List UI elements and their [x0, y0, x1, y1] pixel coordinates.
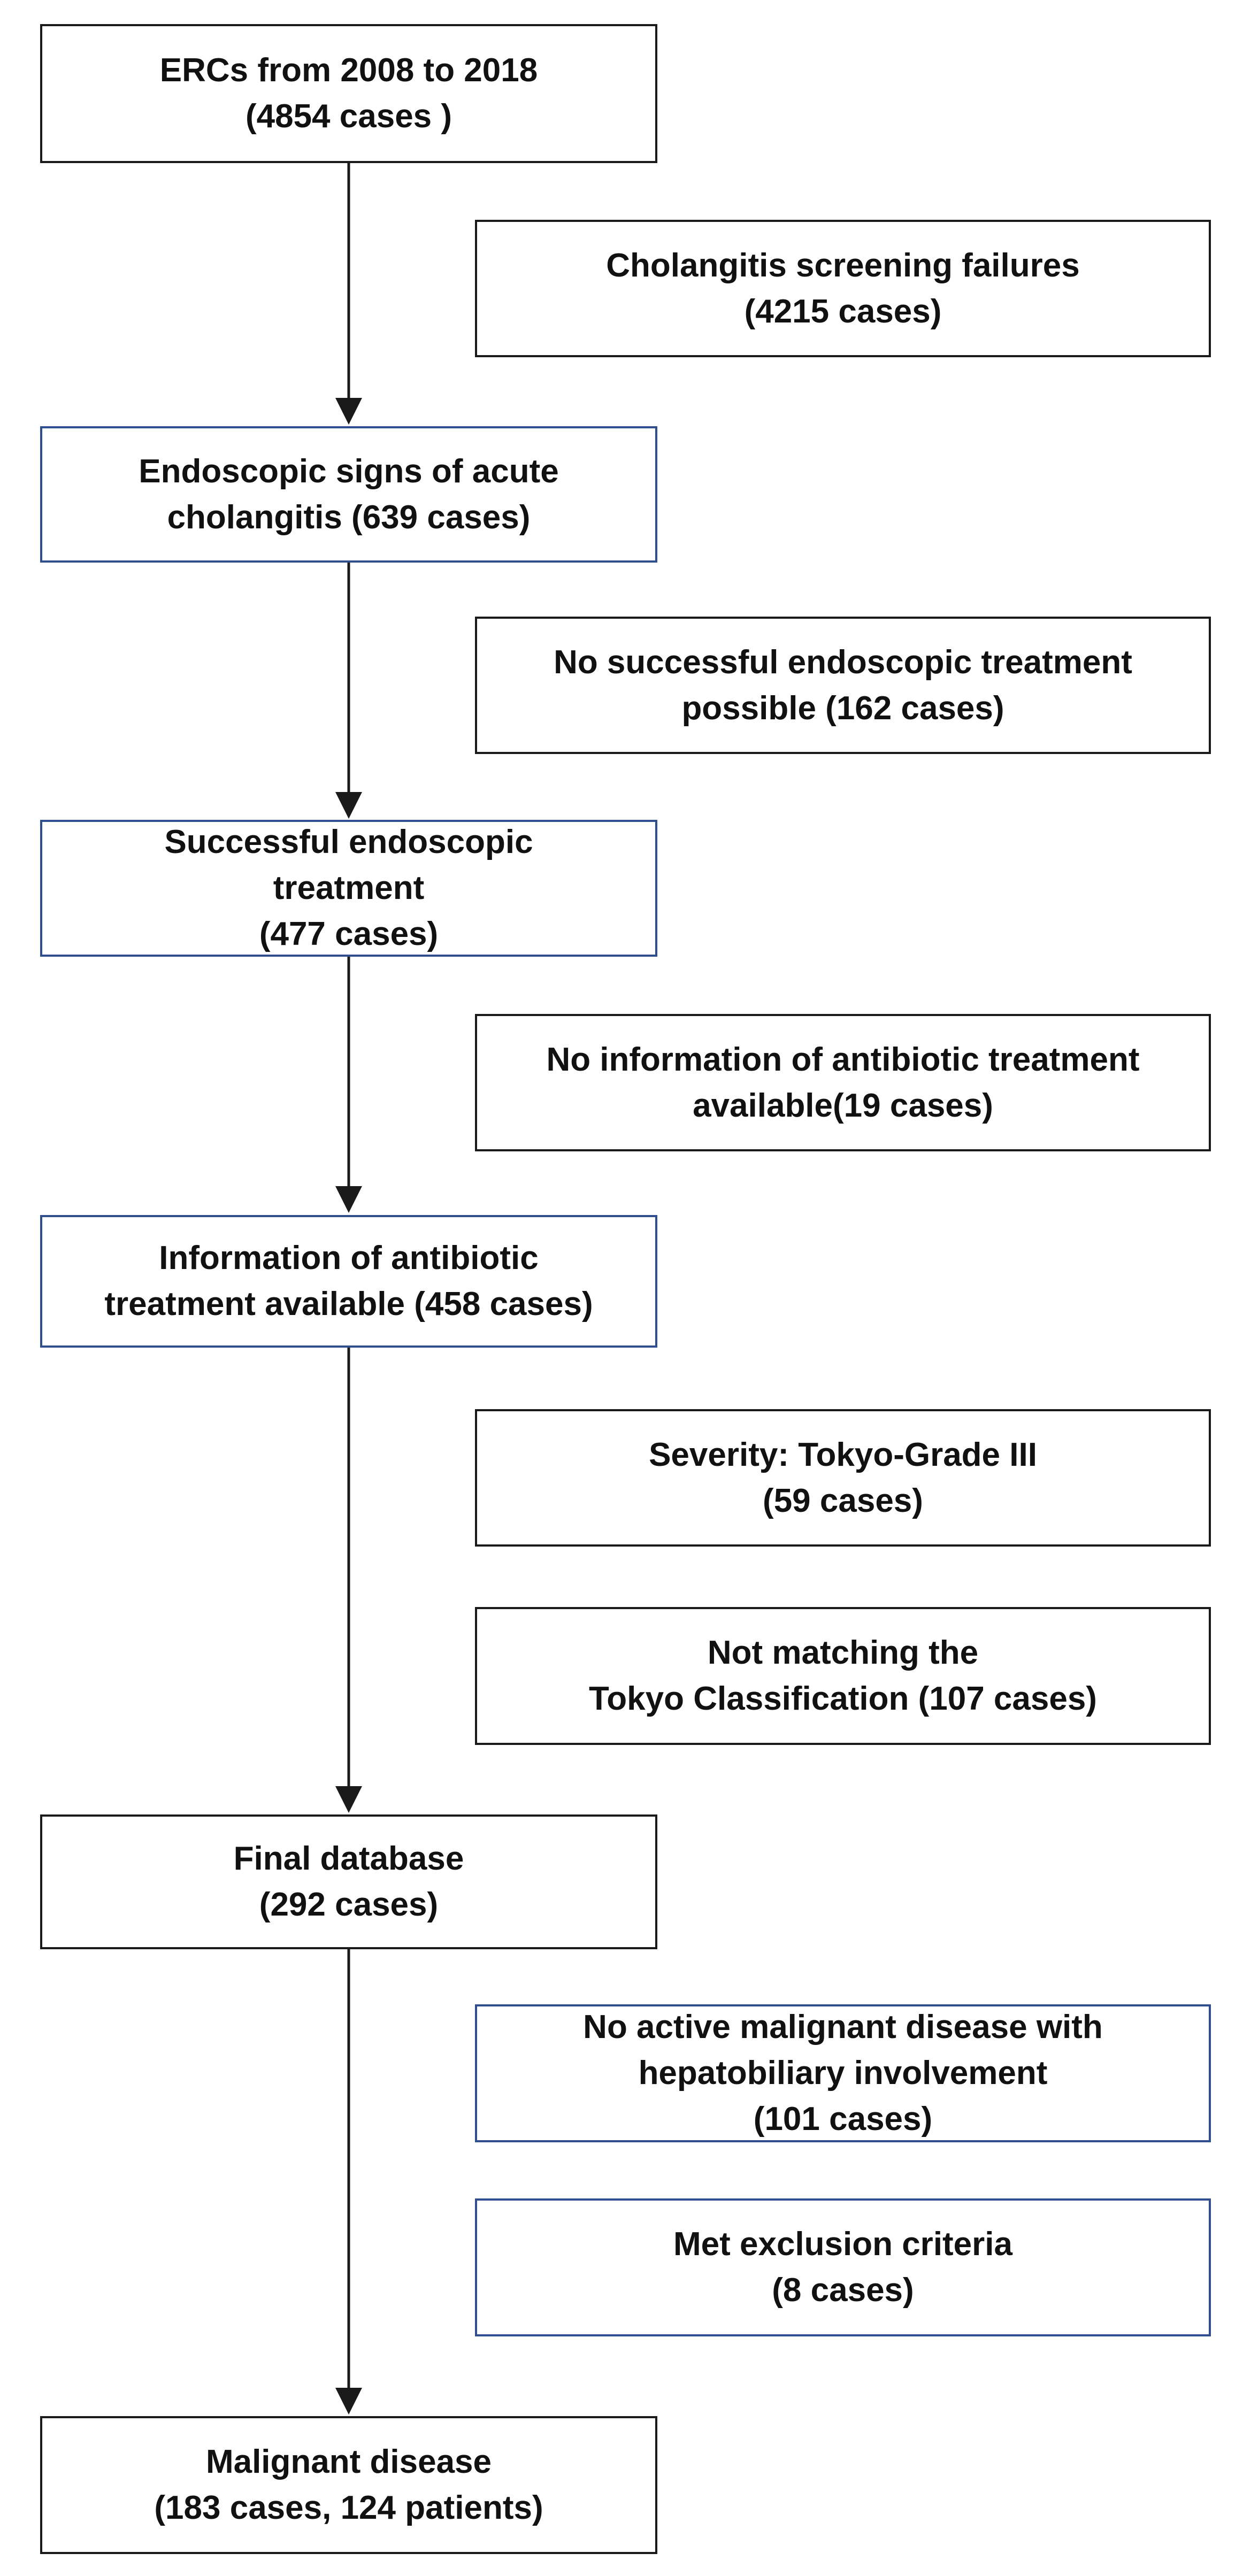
box-no-active-malignant: No active malignant disease with hepatob…	[475, 2004, 1211, 2142]
box-exclusion-criteria-text: Met exclusion criteria (8 cases)	[673, 2226, 1013, 2309]
box-malignant-disease: Malignant disease (183 cases, 124 patien…	[40, 2416, 657, 2554]
box-not-matching-tokyo-text: Not matching the Tokyo Classification (1…	[589, 1634, 1097, 1717]
box-exclusion-criteria: Met exclusion criteria (8 cases)	[475, 2198, 1211, 2336]
box-successful-treatment-text: Successful endoscopic treatment (477 cas…	[164, 824, 533, 952]
box-antibiotic-info-text: Information of antibiotic treatment avai…	[104, 1240, 593, 1322]
box-final-database-text: Final database (292 cases)	[233, 1840, 464, 1923]
box-ercs-text: ERCs from 2008 to 2018 (4854 cases )	[159, 52, 538, 135]
box-antibiotic-info: Information of antibiotic treatment avai…	[40, 1215, 657, 1348]
box-severity-grade-iii: Severity: Tokyo-Grade III (59 cases)	[475, 1409, 1211, 1547]
box-no-antibiotic-info-text: No information of antibiotic treatment a…	[546, 1041, 1140, 1124]
box-screening-failures-text: Cholangitis screening failures (4215 cas…	[606, 247, 1080, 330]
box-severity-grade-iii-text: Severity: Tokyo-Grade III (59 cases)	[649, 1436, 1037, 1519]
box-not-matching-tokyo: Not matching the Tokyo Classification (1…	[475, 1607, 1211, 1745]
box-malignant-disease-text: Malignant disease (183 cases, 124 patien…	[154, 2443, 543, 2526]
box-ercs: ERCs from 2008 to 2018 (4854 cases )	[40, 24, 657, 163]
box-no-antibiotic-info: No information of antibiotic treatment a…	[475, 1014, 1211, 1151]
box-endoscopic-signs: Endoscopic signs of acute cholangitis (6…	[40, 426, 657, 563]
box-no-successful-treatment-text: No successful endoscopic treatment possi…	[554, 643, 1132, 727]
box-screening-failures: Cholangitis screening failures (4215 cas…	[475, 220, 1211, 357]
box-no-successful-treatment: No successful endoscopic treatment possi…	[475, 617, 1211, 754]
box-endoscopic-signs-text: Endoscopic signs of acute cholangitis (6…	[139, 452, 559, 536]
box-no-active-malignant-text: No active malignant disease with hepatob…	[583, 2009, 1103, 2137]
box-final-database: Final database (292 cases)	[40, 1814, 657, 1949]
box-successful-treatment: Successful endoscopic treatment (477 cas…	[40, 820, 657, 957]
